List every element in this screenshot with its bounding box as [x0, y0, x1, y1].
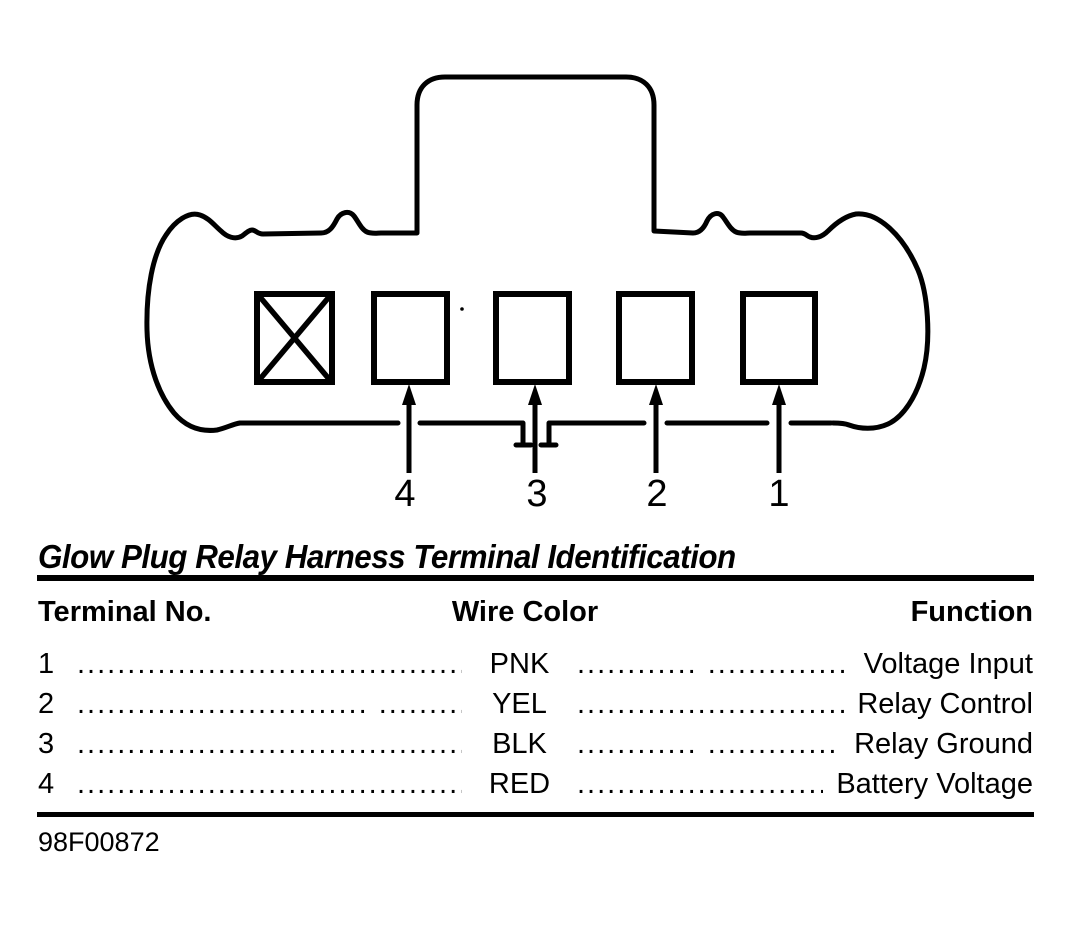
- pointer-arrow-1: [772, 384, 786, 473]
- pin-label-1: 1: [768, 473, 789, 515]
- footer-rule: [37, 812, 1034, 817]
- terminal-function: Relay Control: [857, 688, 1033, 720]
- wire-color-code: PNK: [489, 648, 550, 680]
- terminal-number: 3: [38, 728, 55, 760]
- header-wire-color: Wire Color: [451, 596, 599, 628]
- table-row: 4 ......................................…: [38, 767, 1033, 801]
- terminal-cavity-2: [616, 291, 695, 385]
- terminal-function: Voltage Input: [863, 648, 1033, 680]
- connector-bottom-edge: [237, 420, 834, 448]
- pointer-arrow-2: [649, 384, 663, 473]
- table-row: 3 ......................................…: [38, 727, 1033, 761]
- dot-leader: ............................. ..........…: [77, 688, 462, 720]
- terminal-number: 1: [38, 648, 55, 680]
- connector-diagram: 4 3 2 1: [144, 74, 931, 515]
- dot-leader: ........................................…: [77, 728, 462, 760]
- terminal-function: Relay Ground: [854, 728, 1033, 760]
- terminal-number: 2: [38, 688, 55, 720]
- connector-outline: [144, 74, 931, 433]
- pointer-arrow-4: [402, 384, 416, 473]
- terminal-function: Battery Voltage: [836, 768, 1033, 800]
- blocked-terminal-cross: [257, 294, 332, 382]
- terminal-cavity-4: [371, 291, 450, 385]
- dot-leader: ........................................…: [77, 648, 462, 680]
- dot-leader: ........................................…: [577, 688, 844, 720]
- title-underline-rule: [37, 575, 1034, 581]
- table-row: 1 ......................................…: [38, 647, 1033, 681]
- dot-leader: ........................................…: [577, 768, 823, 800]
- terminal-number: 4: [38, 768, 55, 800]
- dot-leader: ............ ...........................…: [577, 728, 841, 760]
- header-terminal-no: Terminal No.: [38, 596, 212, 628]
- wire-color-code: YEL: [492, 688, 547, 720]
- pointer-arrow-3: [528, 384, 542, 473]
- dot-leader: ........................................…: [77, 768, 462, 800]
- pin-label-2: 2: [646, 473, 667, 515]
- pin-label-3: 3: [526, 473, 547, 515]
- wire-color-code: BLK: [492, 728, 547, 760]
- terminal-cavity-1: [740, 291, 818, 385]
- terminal-cavity-3: [493, 291, 572, 385]
- ink-speck: [460, 307, 464, 311]
- header-function: Function: [910, 596, 1033, 628]
- pin-label-4: 4: [394, 473, 415, 515]
- dot-leader: ............ ...........................…: [577, 648, 851, 680]
- figure-title: Glow Plug Relay Harness Terminal Identif…: [38, 538, 736, 575]
- table-header-row: Terminal No. Wire Color Function: [38, 595, 1033, 629]
- table-row: 2 ............................. ........…: [38, 687, 1033, 721]
- wire-color-code: RED: [488, 768, 551, 800]
- figure-code: 98F00872: [38, 827, 160, 857]
